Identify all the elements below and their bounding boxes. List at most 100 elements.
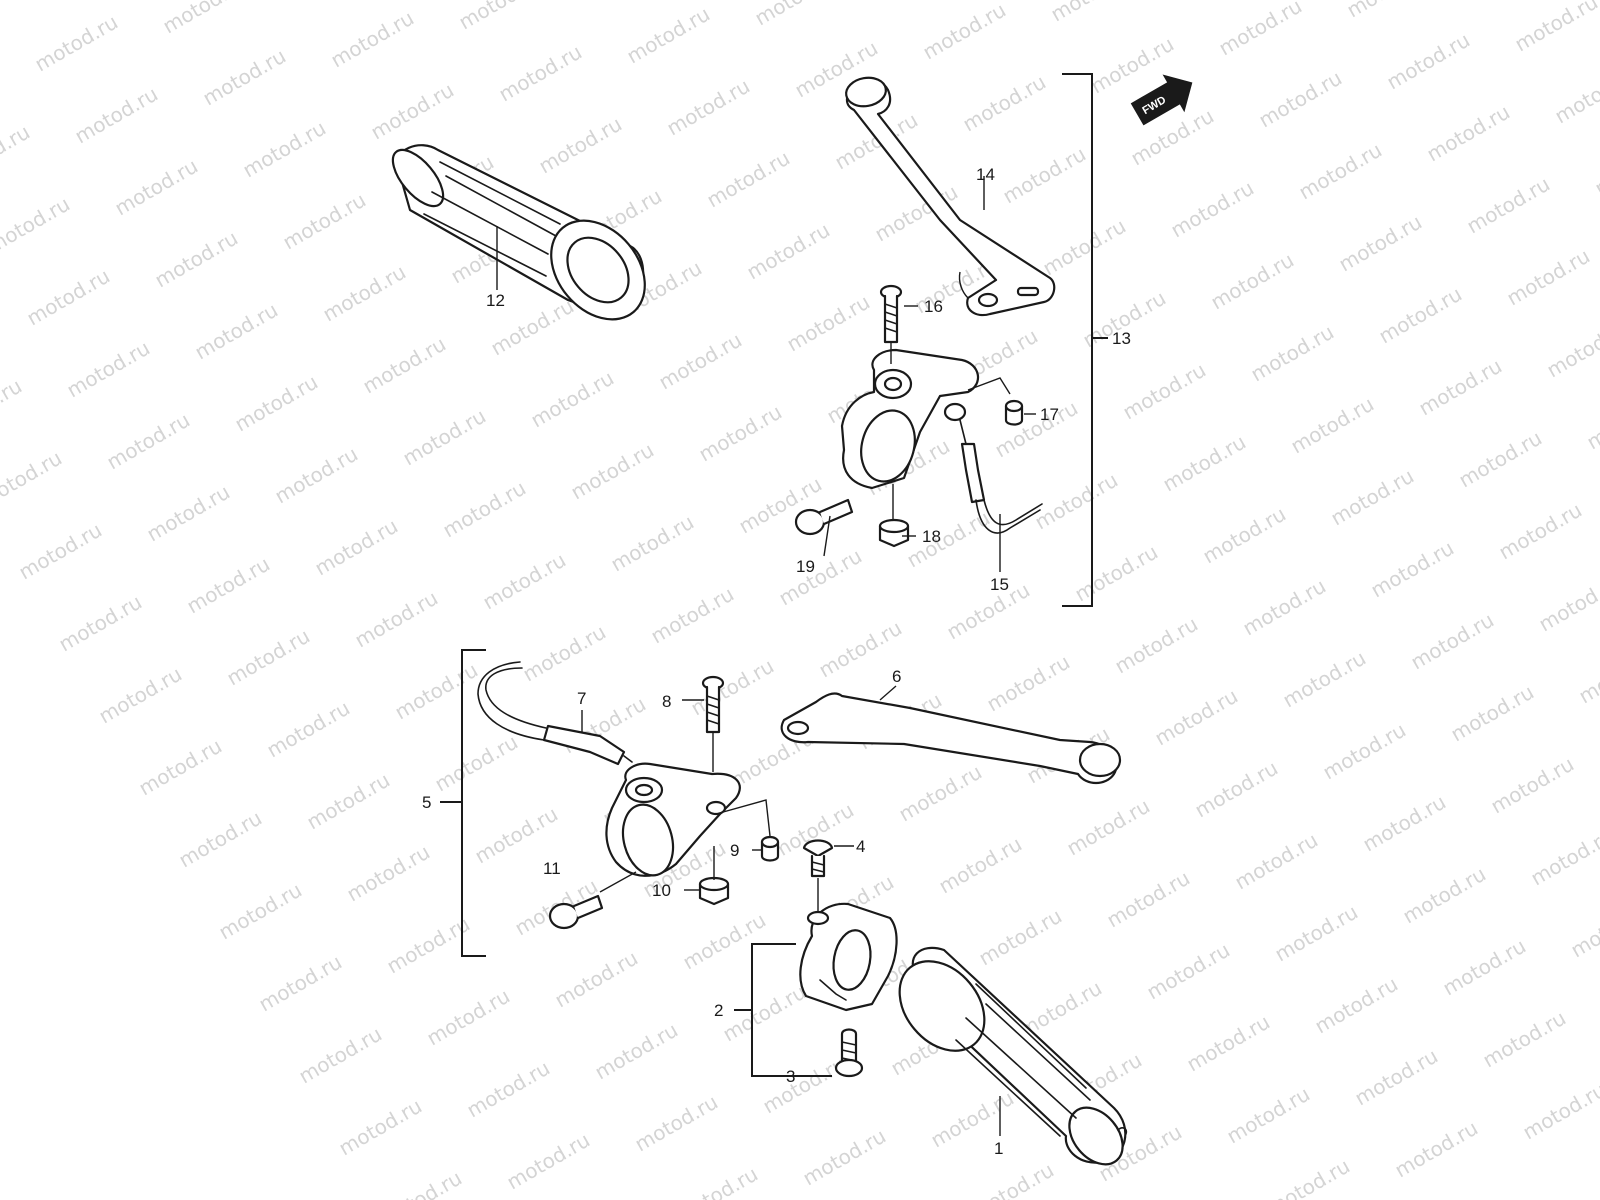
watermark-text: motod.ru [0, 374, 26, 441]
watermark-text: motod.ru [663, 74, 754, 141]
watermark-text: motod.ru [1591, 134, 1600, 201]
callout-16: 16 [924, 297, 943, 316]
watermark-text: motod.ru [1223, 1082, 1314, 1149]
watermark-text: motod.ru [303, 768, 394, 835]
watermark-text: motod.ru [991, 396, 1082, 463]
watermark-text: motod.ru [775, 544, 866, 611]
watermark-text: motod.ru [0, 0, 82, 4]
watermark-text: motod.ru [463, 1056, 554, 1123]
watermark-text: motod.ru [1231, 828, 1322, 895]
watermark-text: motod.ru [223, 624, 314, 691]
watermark-text: motod.ru [311, 514, 402, 581]
callout-4: 4 [856, 837, 865, 856]
watermark-text: motod.ru [1551, 62, 1600, 129]
left-grip [391, 144, 646, 321]
watermark-text: motod.ru [959, 70, 1050, 137]
watermark-text: motod.ru [1143, 938, 1234, 1005]
clutch-lever-group [477, 661, 1122, 930]
watermark-text: motod.ru [719, 980, 810, 1047]
watermark-text: motod.ru [1583, 388, 1600, 455]
watermark-text: motod.ru [1375, 282, 1466, 349]
watermark-text: motod.ru [935, 832, 1026, 899]
watermark-text: motod.ru [151, 226, 242, 293]
callout-7: 7 [577, 689, 586, 708]
watermark-text: motod.ru [1167, 176, 1258, 243]
watermark-text: motod.ru [15, 518, 106, 585]
watermark-text: motod.ru [1399, 862, 1490, 929]
callout-5: 5 [422, 793, 431, 812]
watermark-text: motod.ru [399, 404, 490, 471]
watermark-text: motod.ru [1295, 138, 1386, 205]
watermark-text: motod.ru [1239, 574, 1330, 641]
bracket-13 [1062, 73, 1108, 607]
callout-14: 14 [976, 165, 995, 184]
watermark-text: motod.ru [1455, 426, 1546, 493]
watermark-text: motod.ru [0, 120, 34, 187]
watermark-text: motod.ru [1279, 646, 1370, 713]
watermark-text: motod.ru [383, 912, 474, 979]
watermark-text: motod.ru [975, 904, 1066, 971]
watermark-text: motod.ru [423, 984, 514, 1051]
watermark-text: motod.ru [1487, 752, 1578, 819]
watermark-text: motod.ru [1343, 0, 1434, 22]
watermark-text: motod.ru [895, 760, 986, 827]
brake-lever-group [794, 76, 1056, 572]
watermark-text: motod.ru [607, 510, 698, 577]
watermark-text: motod.ru [359, 332, 450, 399]
watermark-text: motod.ru [175, 806, 266, 873]
watermark-text: motod.ru [1271, 900, 1362, 967]
watermark-text: motod.ru [799, 1124, 890, 1191]
watermark-text: motod.ru [967, 1158, 1058, 1200]
watermark-text: motod.ru [191, 298, 282, 365]
watermark-text: motod.ru [263, 696, 354, 763]
watermark-text: motod.ru [1383, 28, 1474, 95]
watermark-text: motod.ru [95, 662, 186, 729]
callout-15: 15 [990, 575, 1009, 594]
callout-19: 19 [796, 557, 815, 576]
watermark-text: motod.ru [1495, 498, 1586, 565]
watermark-text: motod.ru [351, 586, 442, 653]
callout-17: 17 [1040, 405, 1059, 424]
watermark-text: motod.ru [567, 438, 658, 505]
watermark-text: motod.ru [1367, 536, 1458, 603]
watermark-text: motod.ru [1191, 756, 1282, 823]
watermark-text: motod.ru [527, 366, 618, 433]
watermark-text: motod.ru [343, 840, 434, 907]
watermark-text: motod.ru [239, 116, 330, 183]
callout-13: 13 [1112, 329, 1131, 348]
watermark-text: motod.ru [1047, 0, 1138, 26]
watermark-text: motod.ru [695, 400, 786, 467]
watermark-text: motod.ru [431, 730, 522, 797]
watermark-text: motod.ru [919, 0, 1010, 64]
watermark-text: motod.ru [1479, 1006, 1570, 1073]
watermark-text: motod.ru [295, 1022, 386, 1089]
watermark-text: motod.ru [983, 650, 1074, 717]
watermark-text: motod.ru [327, 6, 418, 73]
watermark-text: motod.ru [551, 946, 642, 1013]
throttle-housing-group [799, 839, 898, 1078]
watermark-text: motod.ru [63, 336, 154, 403]
callout-3: 3 [786, 1067, 795, 1086]
watermark-text: motod.ru [535, 112, 626, 179]
watermark-text: motod.ru [1535, 570, 1600, 637]
callout-11: 11 [543, 859, 561, 878]
callout-10: 10 [652, 881, 671, 900]
watermark-text: motod.ru [631, 1090, 722, 1157]
watermark-text: motod.ru [455, 0, 546, 34]
watermark-text: motod.ru [503, 1128, 594, 1195]
watermark-text: motod.ru [1567, 896, 1600, 963]
watermark-text: motod.ru [519, 620, 610, 687]
callout-18: 18 [922, 527, 941, 546]
watermark-text: motod.ru [71, 82, 162, 149]
watermark-text: motod.ru [1407, 608, 1498, 675]
watermark-text: motod.ru [23, 264, 114, 331]
watermark-text: motod.ru [1527, 824, 1600, 891]
watermark-text: motod.ru [927, 1086, 1018, 1153]
watermark-text: motod.ru [943, 578, 1034, 645]
watermark-text: motod.ru [231, 370, 322, 437]
watermark-text: motod.ru [1111, 612, 1202, 679]
watermark-text: motod.ru [1327, 464, 1418, 531]
watermark-text: motod.ru [1215, 0, 1306, 60]
watermark-text: motod.ru [1031, 468, 1122, 535]
